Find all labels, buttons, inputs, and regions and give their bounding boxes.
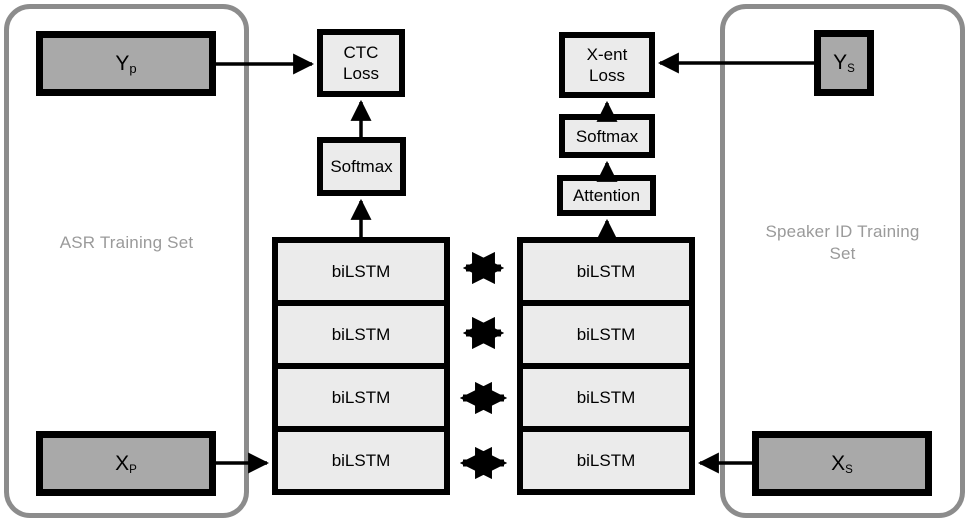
ys-data-box: YS xyxy=(814,30,874,96)
ctc-loss-line-2: Loss xyxy=(343,64,379,83)
asr-training-set-label: ASR Training Set xyxy=(14,232,239,254)
asr-bilstm-cell-3: biLSTM xyxy=(278,369,444,426)
ys-label: YS xyxy=(833,51,855,76)
speaker-softmax-box: Softmax xyxy=(559,114,655,158)
attention-label: Attention xyxy=(572,186,641,205)
speaker-bilstm-cell-4: biLSTM xyxy=(523,432,689,489)
x-ent-loss-line-1: X-ent xyxy=(586,45,628,64)
asr-bilstm-cell-4: biLSTM xyxy=(278,432,444,489)
x-ent-loss-line-2: Loss xyxy=(589,66,625,85)
speaker-bilstm-cell-1: biLSTM xyxy=(523,243,689,300)
speaker-bilstm-stack: biLSTM biLSTM biLSTM biLSTM xyxy=(517,237,695,495)
xp-label: XP xyxy=(115,451,137,476)
speaker-id-training-set-label-line-1: Speaker ID Training xyxy=(765,222,920,241)
asr-softmax-box: Softmax xyxy=(317,137,406,196)
xs-label: XS xyxy=(831,451,853,476)
ctc-loss-box: CTC Loss xyxy=(317,29,405,97)
speaker-id-training-set-label: Speaker ID Training Set xyxy=(728,221,957,265)
ctc-loss-line-1: CTC xyxy=(343,43,379,62)
asr-bilstm-cell-2: biLSTM xyxy=(278,306,444,363)
speaker-id-training-set-label-line-2: Set xyxy=(829,244,856,263)
xp-data-box: XP xyxy=(36,431,216,496)
speaker-bilstm-cell-2: biLSTM xyxy=(523,306,689,363)
asr-bilstm-cell-1: biLSTM xyxy=(278,243,444,300)
speaker-bilstm-cell-3: biLSTM xyxy=(523,369,689,426)
attention-box: Attention xyxy=(557,175,656,216)
x-ent-loss-box: X-ent Loss xyxy=(559,32,655,98)
asr-training-set-panel xyxy=(4,4,249,518)
xs-data-box: XS xyxy=(752,431,932,496)
speaker-id-training-set-panel xyxy=(720,4,965,518)
yp-label: Yp xyxy=(115,51,137,77)
speaker-softmax-label: Softmax xyxy=(575,126,639,146)
asr-training-set-label-line-1: ASR Training Set xyxy=(59,233,194,252)
yp-data-box: Yp xyxy=(36,31,216,96)
asr-bilstm-stack: biLSTM biLSTM biLSTM biLSTM xyxy=(272,237,450,495)
asr-softmax-label: Softmax xyxy=(330,157,393,176)
